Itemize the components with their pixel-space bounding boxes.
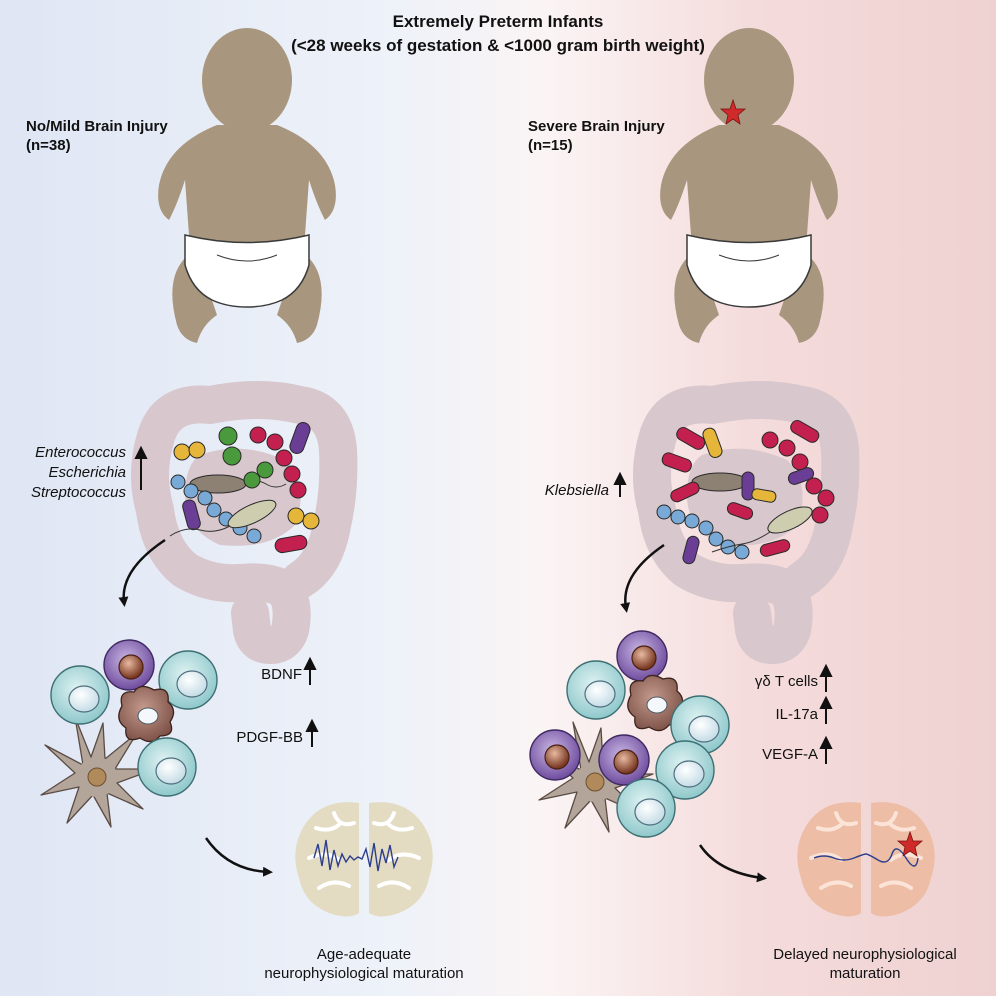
- marker-pdgf-bb: PDGF-BB: [236, 729, 303, 746]
- immune-cell-icons-right: [529, 630, 730, 838]
- curved-arrow-icon-right-2: [698, 844, 767, 883]
- curved-arrow-icon-right-1: [620, 543, 665, 613]
- left-group-n: (n=38): [26, 137, 71, 154]
- bacteria-icons-left: [169, 422, 320, 554]
- infant-icon-right: [659, 27, 839, 344]
- star-icon-brain: [896, 830, 924, 857]
- bacterium-streptococcus: Streptococcus: [30, 484, 126, 501]
- left-outcome-line-1: Age-adequate: [316, 946, 412, 963]
- bacterium-enterococcus: Enterococcus: [35, 444, 126, 461]
- curved-arrow-icon-left-1: [118, 538, 166, 607]
- title-line-2: (<28 weeks of gestation & <1000 gram bir…: [291, 36, 705, 55]
- bacterium-klebsiella: Klebsiella: [544, 482, 609, 499]
- brain-icon-left: [295, 802, 433, 917]
- right-group-name: Severe Brain Injury: [528, 118, 665, 135]
- left-outcome-line-2: neurophysiological maturation: [264, 965, 464, 982]
- infant-icon-left: [157, 27, 337, 344]
- eeg-trace-icon-right: [813, 848, 919, 867]
- marker-gd-t-cells: γδ T cells: [754, 673, 818, 690]
- right-group-n: (n=15): [528, 137, 573, 154]
- bacterium-escherichia: Escherichia: [48, 464, 126, 481]
- right-outcome-line-2: maturation: [829, 965, 901, 982]
- marker-il-17a: IL-17a: [775, 706, 818, 723]
- up-arrow-icons: [134, 445, 833, 764]
- marker-vegf-a: VEGF-A: [762, 746, 818, 763]
- title-line-1: Extremely Preterm Infants: [392, 12, 604, 31]
- brain-icon-right: [797, 802, 935, 917]
- eeg-trace-icon-left: [313, 839, 399, 872]
- left-group-name: No/Mild Brain Injury: [26, 118, 168, 135]
- right-outcome-line-1: Delayed neurophysiological: [773, 946, 957, 963]
- marker-bdnf: BDNF: [261, 666, 302, 683]
- star-icon: [719, 98, 747, 125]
- immune-cell-icons-left: [40, 639, 218, 828]
- curved-arrow-icon-left-2: [204, 837, 273, 877]
- bacteria-icons-right: [656, 420, 835, 565]
